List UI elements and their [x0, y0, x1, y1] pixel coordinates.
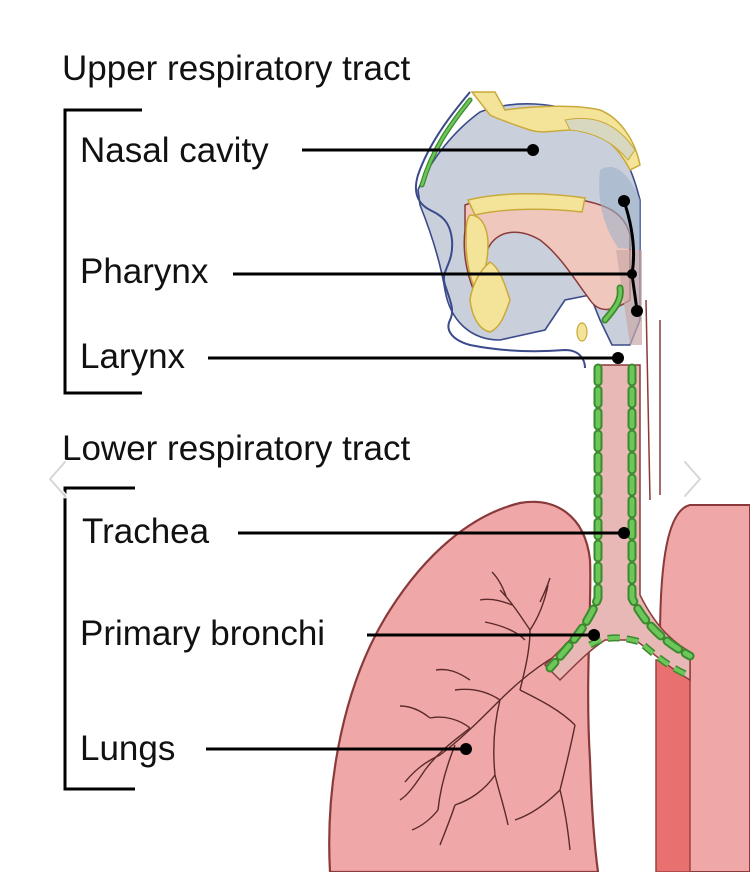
marker-lungs: [460, 743, 472, 755]
label-primary-bronchi: Primary bronchi: [80, 614, 325, 653]
marker-primary-bronchi: [588, 629, 600, 641]
marker-pharynx-top: [618, 195, 630, 207]
upper-tract-heading: Upper respiratory tract: [62, 49, 410, 88]
previous-image-button[interactable]: [38, 452, 78, 506]
upper-tract-bracket: [63, 108, 142, 395]
upper-jaw-bone: [466, 192, 586, 216]
marker-larynx: [612, 352, 624, 364]
label-nasal-cavity: Nasal cavity: [80, 131, 269, 170]
marker-nasal-cavity: [527, 144, 539, 156]
lower-tract-bracket: [63, 486, 135, 791]
marker-trachea: [618, 527, 630, 539]
lower-tract-heading: Lower respiratory tract: [62, 429, 410, 468]
chevron-left-icon: [47, 459, 68, 499]
vessel: [655, 659, 691, 872]
marker-pharynx-bottom: [631, 305, 643, 317]
label-trachea: Trachea: [82, 512, 210, 551]
bronchial-tree: [399, 571, 591, 851]
label-pharynx: Pharynx: [80, 252, 209, 291]
marker-pharynx-mid: [627, 269, 637, 279]
nasal-bone: [470, 91, 641, 172]
anatomy-illustration: [328, 91, 750, 872]
chevron-right-icon: [682, 459, 703, 499]
label-lungs: Lungs: [80, 729, 175, 768]
left-lung: [328, 500, 600, 872]
next-image-button[interactable]: [672, 452, 712, 506]
lower-jaw-bone: [469, 261, 511, 333]
label-larynx: Larynx: [80, 337, 186, 376]
